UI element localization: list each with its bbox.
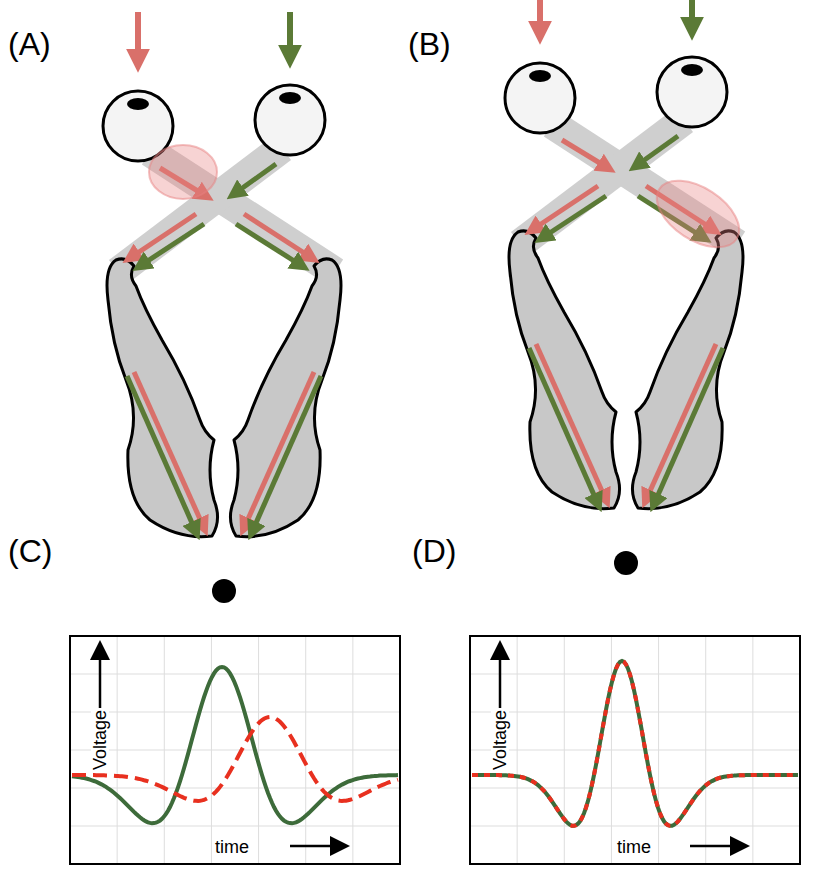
panel-label: (A) (8, 28, 51, 60)
green-signal (72, 667, 398, 823)
panel-label: (D) (412, 535, 456, 567)
axis-arrow (690, 845, 740, 848)
plot-border (70, 636, 400, 864)
grid-line (70, 712, 400, 713)
axis-label: Voltage (91, 710, 109, 770)
red-signal (472, 661, 798, 826)
voltage-plots (70, 636, 800, 864)
axis-arrow (99, 650, 102, 708)
grid-line (70, 788, 400, 789)
axis-label: Voltage (491, 710, 509, 770)
panel-b (505, 0, 751, 575)
panel-label: (B) (408, 28, 451, 60)
plot-frame (70, 636, 400, 864)
axis-arrow (290, 845, 340, 848)
grid-line (470, 750, 800, 751)
axis-label: time (215, 838, 249, 856)
panel-a (103, 12, 341, 603)
plot-border (470, 636, 800, 864)
grid-line (470, 674, 800, 675)
grid-line (70, 674, 400, 675)
grid-line (470, 788, 800, 789)
axis-label: time (617, 838, 651, 856)
grid-line (470, 712, 800, 713)
plot-frame (470, 636, 800, 864)
red-signal (72, 717, 398, 801)
grid-line (70, 826, 400, 827)
axis-arrow (499, 650, 502, 708)
grid-line (470, 826, 800, 827)
grid-line (70, 750, 400, 751)
green-signal (472, 661, 798, 826)
panel-label: (C) (8, 535, 52, 567)
